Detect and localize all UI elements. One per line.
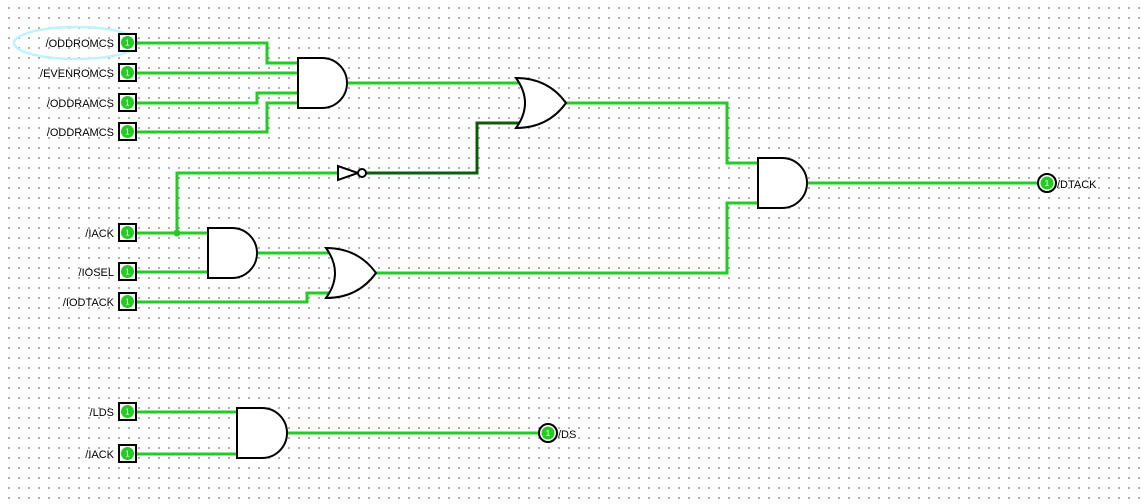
output-pin-ds[interactable]: 1 /DS xyxy=(538,423,576,443)
wires xyxy=(134,41,1041,456)
pin-value: 1 xyxy=(546,429,551,438)
pin-value: 1 xyxy=(125,229,130,238)
pin-value: 1 xyxy=(125,39,130,48)
wire-oddromcs xyxy=(134,41,300,65)
or-gate-1[interactable] xyxy=(514,76,568,130)
pin-label: /ODDROMCS xyxy=(46,38,114,50)
input-pin-iack[interactable]: /IACK 1 xyxy=(85,223,137,242)
pin-label: /IOSEL xyxy=(79,267,114,279)
wire-not-or1 xyxy=(365,121,523,175)
pin-value: 1 xyxy=(125,408,130,417)
or-gate-2[interactable] xyxy=(324,246,378,300)
input-pin-oddramcs-1[interactable]: /ODDRAMCS 1 xyxy=(47,93,137,112)
pin-label: /ODDRAMCS xyxy=(47,127,114,139)
wire-or1-and3 xyxy=(564,101,760,165)
input-pin-lds[interactable]: /LDS 1 xyxy=(90,402,137,421)
wire-iodtack-or2 xyxy=(134,291,333,304)
pin-value: 1 xyxy=(1045,179,1050,188)
and-gate-3[interactable] xyxy=(757,157,808,209)
input-pin-oddromcs[interactable]: /ODDROMCS 1 xyxy=(46,33,137,52)
pin-value: 1 xyxy=(125,69,130,78)
pin-label: /EVENROMCS xyxy=(40,68,114,80)
pin-label: /IACK xyxy=(85,228,114,240)
pin-value: 1 xyxy=(125,99,130,108)
wire-or2-and3 xyxy=(374,201,760,275)
pin-label: /DS xyxy=(558,429,576,441)
input-pin-evenromcs[interactable]: /EVENROMCS 1 xyxy=(40,63,137,82)
not-gate[interactable] xyxy=(337,164,367,182)
output-pin-dtack[interactable]: 1 /DTACK xyxy=(1037,173,1097,193)
input-pin-iack-2[interactable]: /IACK 1 xyxy=(85,444,137,463)
pin-label: /IODTACK xyxy=(63,297,115,309)
pin-value: 1 xyxy=(125,128,130,137)
pin-label: /ODDRAMCS xyxy=(47,98,114,110)
and-gate-4[interactable] xyxy=(236,407,288,459)
wire-iack-branch xyxy=(175,171,340,235)
pin-label: /DTACK xyxy=(1057,179,1097,191)
input-pin-oddramcs-2[interactable]: /ODDRAMCS 1 xyxy=(47,122,137,141)
input-pin-iosel[interactable]: /IOSEL 1 xyxy=(79,262,137,281)
pin-value: 1 xyxy=(125,450,130,459)
and-gate-1[interactable] xyxy=(297,57,348,109)
wire-oddramcs-2 xyxy=(134,101,300,134)
pin-value: 1 xyxy=(125,268,130,277)
and-gate-2[interactable] xyxy=(207,227,258,279)
wire-oddramcs-1 xyxy=(134,91,300,105)
pin-value: 1 xyxy=(125,298,130,307)
input-pin-iodtack[interactable]: /IODTACK 1 xyxy=(63,292,137,311)
pin-label: /IACK xyxy=(85,449,114,461)
junction-dot xyxy=(173,229,181,237)
pin-label: /LDS xyxy=(90,407,114,419)
